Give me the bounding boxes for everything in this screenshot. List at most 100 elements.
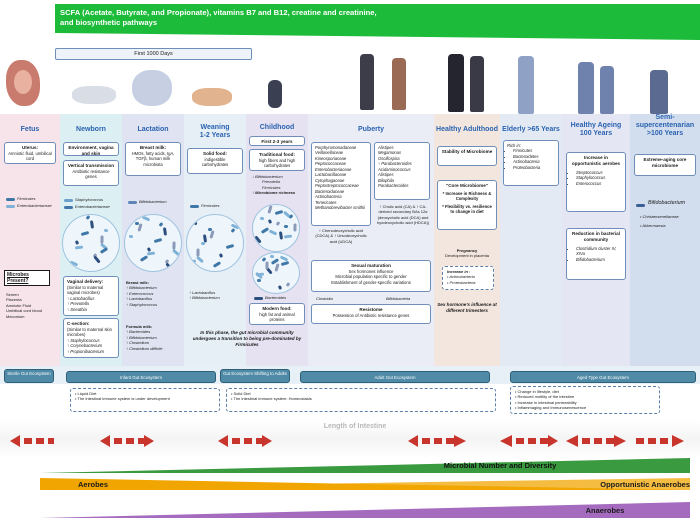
microbe-glyph (142, 215, 151, 222)
aged-notes-box: • Change in lifestyle, diet • Reduced mo… (510, 386, 660, 414)
col-bg-semi (630, 114, 700, 366)
stage-title-adulthood: Healthy Adulthood (436, 126, 498, 133)
ecosystem-infant: Infant Gut Ecosystem (66, 371, 216, 383)
stage-title-elderly: Elderly >65 Years (502, 126, 560, 133)
puberty-taxon: Veillonellaceae (315, 150, 344, 156)
microbe-glyph (279, 254, 288, 262)
semi-taxa: • Christensenellaceae • Akkermansia (640, 214, 679, 229)
microbe-glyph (187, 259, 196, 263)
stage-title-childhood: Childhood (259, 124, 295, 131)
microbe-glyph (153, 237, 163, 243)
elderly-rich-box: Rich in: FirmicutesBacteroidetes Actinob… (503, 140, 559, 186)
microbe-glyph (140, 254, 149, 262)
microbe-glyph (81, 230, 90, 237)
microbe-glyph (280, 260, 290, 267)
puberty-boy-figure (360, 54, 374, 110)
extreme-aging-box: Extreme-aging core microbiome (634, 154, 696, 176)
microbe-glyph (278, 285, 283, 290)
bacteroides-bug-icon (254, 297, 263, 300)
microbe-glyph (85, 215, 91, 220)
microbe-glyph (207, 228, 212, 231)
traditional-food-box: Traditional food:high fibers and high ca… (249, 149, 305, 171)
microbe-glyph (274, 262, 280, 272)
puberty-taxon: Oscillospira (378, 155, 400, 161)
childhood-bug-label: Bacteroides (265, 295, 287, 300)
weaning-taxa: ↑ Lactobacillus↑ Bifidobacterium (189, 290, 220, 301)
microbe-glyph (200, 241, 206, 245)
reduction-box: Reduction in bacterial community Clostri… (566, 228, 626, 280)
ecosystem-shifting: Gut Ecosystem Shifting to Adults (220, 369, 290, 383)
microbe-glyph (284, 224, 289, 228)
puberty-taxon: Bacteroidaceae (315, 188, 345, 194)
clostridia-label: Clostridia (316, 296, 333, 301)
core-microbiome-box: "Core Microbiome" * Increase in Richness… (437, 180, 497, 230)
puberty-taxon: Parabacteroides (378, 183, 409, 189)
puberty-taxon: Alistipes (378, 145, 394, 150)
stage-title-weaning: Weaning 1-2 Years (199, 124, 231, 140)
microbe-glyph (260, 226, 270, 234)
stage-title-puberty: Puberty (357, 126, 385, 133)
fetus-illustration (14, 70, 32, 94)
acids-right: ↑ Cholic acid (CA) & ↑ CA-derived second… (376, 204, 430, 226)
microbe-glyph (172, 241, 176, 250)
environment-box: Environment, vagina and skin (63, 142, 119, 156)
puberty-taxon: Tenericutes (315, 199, 337, 205)
puberty-taxon: Actinobacteria (315, 194, 342, 200)
firmicutes-bug-icon-2 (190, 205, 199, 208)
puberty-girl-figure (392, 58, 406, 110)
sexual-maturation-box: Sexual maturation Sex hormones influence… (311, 260, 431, 292)
puberty-taxon: Acidaminococcus (378, 166, 411, 172)
c-section-box: C-section:(Similar to maternal skin micr… (63, 318, 119, 358)
puberty-taxon: Porphyromonadaceae (315, 145, 357, 150)
microbe-glyph (219, 253, 224, 258)
microbe-glyph (93, 255, 101, 264)
microbe-glyph (90, 220, 95, 229)
puberty-taxon: ↑ Parabacteroides (378, 161, 412, 167)
diversity-wedge (40, 458, 690, 473)
microbe-glyph (74, 240, 79, 245)
banner-wedge (55, 2, 700, 40)
puberty-taxon: Megamonas (378, 150, 402, 156)
first-1000-days-bar: First 1000 Days (55, 48, 252, 60)
adult-woman-figure (470, 56, 484, 112)
ageing-figure (578, 62, 594, 114)
infant-notes-box: • Liquid Diet • The intestinal immune sy… (70, 388, 220, 412)
ecosystem-sterile: Sterile Gut Ecosystem (4, 369, 54, 383)
acids-left: ↑ Chenodeoxycholic acid (CDCA) & ↑ Ursod… (315, 228, 367, 244)
microbe-glyph (171, 248, 181, 257)
child-illustration (268, 80, 282, 108)
microbe-glyph (136, 223, 143, 232)
diversity-label: Microbial Number and Diversity (443, 461, 557, 470)
microbe-glyph (225, 243, 235, 250)
baby-illustration (192, 88, 232, 106)
semi-figure (650, 70, 668, 114)
microbe-glyph (74, 245, 83, 249)
aerobes-wedges (40, 478, 690, 518)
aerobes-label: Aerobes (78, 480, 109, 489)
anaerobes-label: Anaerobes (585, 506, 625, 515)
adult-notes-box: • Solid Diet • The intestinal immune sys… (226, 388, 496, 412)
ecosystem-aged: Aged Type Gut Ecosystem (510, 371, 696, 383)
microbe-glyph (196, 247, 200, 257)
stage-title-lactation: Lactation (137, 126, 169, 133)
lactation-microbe-circle (124, 214, 182, 272)
stage-title-fetus: Fetus (20, 126, 40, 133)
stage-title-newborn: Newborn (76, 126, 106, 133)
puberty-taxon: Methanobrevibacter smithii (315, 204, 366, 210)
microbe-glyph (267, 218, 272, 224)
puberty-taxon: Cytophagaceae (315, 177, 345, 183)
modern-food-box: Modern food:high fat and animal proteins (249, 303, 305, 325)
childhood-taxa: ↓ Bifidobacterium Prevotella Firmicutes … (252, 174, 296, 196)
microbe-glyph (104, 228, 109, 232)
firmicutes-bug-icon (6, 198, 15, 201)
puberty-taxon: Enterobacteriaceae (315, 166, 352, 172)
uterus-box: Uterus:Amniotic fluid, umbilical cord (4, 142, 56, 164)
childhood-microbe-circle-top (252, 204, 300, 252)
microbe-glyph (230, 228, 236, 233)
transition-note: In this phase, the gut microbial communi… (192, 330, 302, 347)
microbe-glyph (212, 261, 221, 268)
